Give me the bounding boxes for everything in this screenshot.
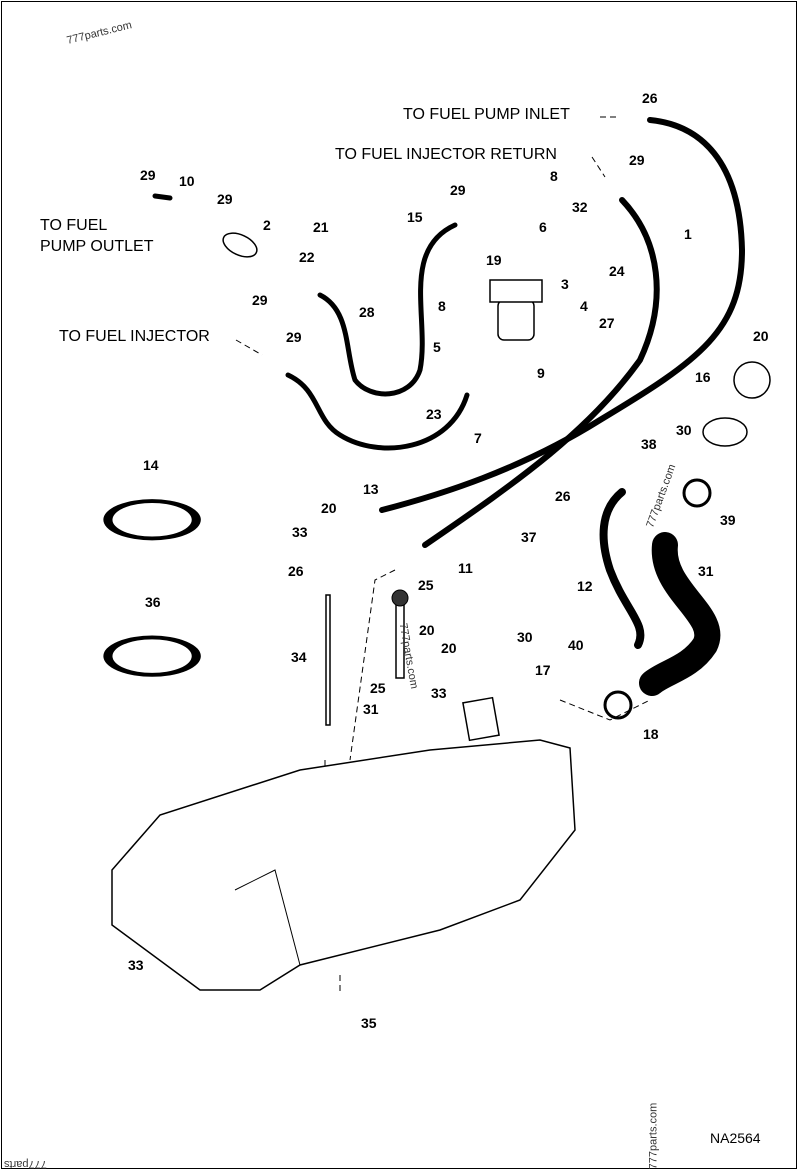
fuel-filter-3 [497, 299, 535, 341]
callout-23: 7 [474, 430, 482, 446]
filter-head-3 [489, 279, 543, 303]
callout-2: 2 [263, 217, 271, 233]
callout-25: 17 [535, 662, 551, 678]
label-fuel-pump-outlet-2: PUMP OUTLET [40, 238, 154, 255]
sender-top-36 [391, 589, 409, 607]
coil-hose-39 [103, 635, 201, 677]
callout-28: 28 [359, 304, 375, 320]
label-fuel-injector: TO FUEL INJECTOR [59, 328, 210, 345]
callout-36: 20 [419, 622, 435, 638]
callout-24: 24 [609, 263, 625, 279]
callout-29: 29 [286, 329, 302, 345]
hose-16 [285, 372, 470, 451]
hose-11 [599, 488, 645, 649]
callout-37: 33 [292, 524, 308, 540]
hose-12 [639, 532, 721, 696]
callout-25: 11 [458, 560, 473, 576]
callout-29: 29 [450, 182, 466, 198]
callout-3: 3 [561, 276, 569, 292]
label-fuel-pump-outlet-1: TO FUEL [40, 217, 108, 234]
callout-26: 26 [642, 90, 658, 106]
callout-29: 29 [140, 167, 156, 183]
clamp-31b [603, 690, 633, 720]
callout-10: 10 [179, 173, 195, 189]
callout-17: 33 [431, 685, 447, 701]
diagram-code: NA2564 [710, 1130, 761, 1146]
callout-12: 31 [698, 563, 714, 579]
tank-guard-17 [462, 696, 500, 742]
hose-13 [422, 197, 660, 548]
callout-15: 15 [407, 209, 423, 225]
callout-26: 20 [321, 500, 337, 516]
callout-4: 4 [580, 298, 588, 314]
hose-10 [152, 193, 173, 201]
callout-19: 19 [486, 252, 502, 268]
callout-29: 5 [433, 339, 441, 355]
callout-30: 38 [641, 436, 657, 452]
callout-40: 34 [291, 649, 307, 665]
callout-29: 29 [252, 292, 268, 308]
callout-31: 39 [720, 512, 736, 528]
label-fuel-pump-inlet: TO FUEL PUMP INLET [403, 106, 570, 123]
hose-26 [379, 117, 745, 513]
watermark: 777parts [4, 1158, 47, 1170]
callout-7: 30 [676, 422, 692, 438]
callout-33: 26 [288, 563, 304, 579]
callout-20: 20 [441, 640, 457, 656]
callout-33: 35 [361, 1015, 377, 1031]
coil-hose-38 [103, 499, 201, 541]
callout-16: 23 [426, 406, 442, 422]
callout-9: 16 [695, 369, 711, 385]
callout-27: 27 [599, 315, 615, 331]
callout-31: 18 [643, 726, 659, 742]
callout-32: 32 [572, 199, 588, 215]
callout-18: 33 [128, 957, 144, 973]
label-fuel-injector-return: TO FUEL INJECTOR RETURN [335, 146, 557, 163]
callout-20: 30 [517, 629, 533, 645]
callout-34: 25 [370, 680, 386, 696]
callout-29: 29 [629, 152, 645, 168]
clamp-31a [682, 478, 712, 508]
callout-11: 12 [577, 578, 593, 594]
callout-14: 13 [363, 481, 379, 497]
callout-38: 14 [143, 457, 159, 473]
callout-26: 25 [418, 577, 434, 593]
callout-8: 8 [550, 168, 558, 184]
hose-15 [317, 222, 458, 397]
fuel-cap-5 [733, 361, 771, 399]
callout-6: 6 [539, 219, 547, 235]
primer-bulb-2 [222, 232, 258, 258]
callout-30: 40 [568, 637, 584, 653]
tube-40 [325, 594, 331, 726]
callout-20: 9 [537, 365, 545, 381]
callout-20: 37 [521, 529, 537, 545]
callout-21: 21 [313, 219, 329, 235]
filler-neck-7 [702, 417, 748, 447]
callout-8: 8 [438, 298, 446, 314]
callout-1: 1 [684, 226, 692, 242]
callout-39: 36 [145, 594, 161, 610]
callout-33: 31 [363, 701, 379, 717]
callout-29: 29 [217, 191, 233, 207]
callout-13: 26 [555, 488, 571, 504]
watermark: 777parts.com [647, 1102, 660, 1170]
callout-22: 22 [299, 249, 315, 265]
callout-5: 20 [753, 328, 769, 344]
fuel-tank-18 [111, 739, 576, 991]
